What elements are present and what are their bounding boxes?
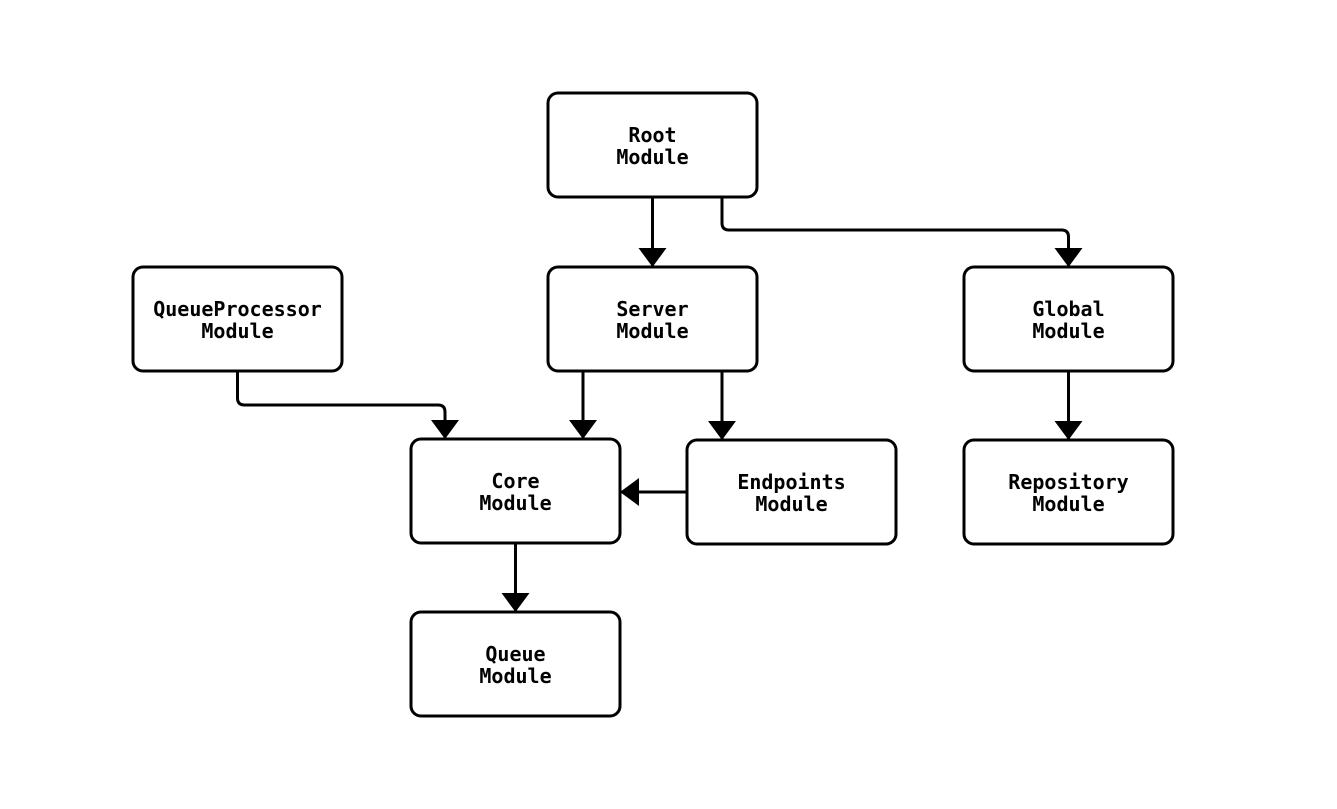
node-box-root — [546, 91, 759, 199]
node-box-queueprocessor — [131, 265, 344, 373]
node-box-server — [546, 265, 759, 373]
edges-layer — [236, 197, 1083, 612]
edge-root-to-global — [720, 197, 1083, 267]
node-box-repository — [962, 438, 1175, 546]
node-box-global — [962, 265, 1175, 373]
edge-queueprocessor-to-core — [236, 371, 459, 439]
node-box-queue — [409, 610, 622, 718]
node-box-core — [409, 437, 622, 545]
node-box-endpoints — [685, 438, 898, 546]
